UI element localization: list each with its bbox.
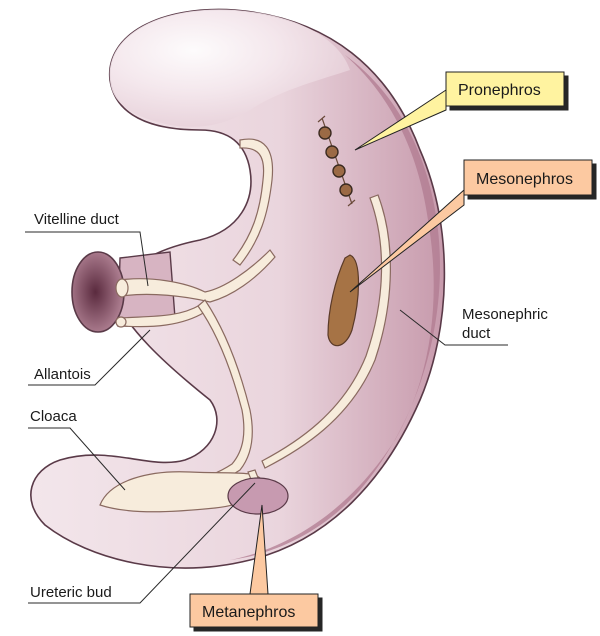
pronephric-tubule [325, 145, 339, 159]
label-vitelline-duct: Vitelline duct [34, 211, 120, 228]
pronephric-tubule [339, 183, 353, 197]
callout-mesonephros-text: Mesonephros [476, 171, 573, 188]
label-cloaca: Cloaca [30, 408, 77, 425]
embryo-head [109, 9, 351, 127]
callout-metanephros: Metanephros [189, 504, 319, 628]
label-mesonephric-duct-line1: Mesonephric [462, 306, 548, 323]
callout-metanephros-text: Metanephros [202, 604, 295, 621]
mesonephric-duct-tube [261, 194, 391, 469]
ducts [99, 138, 391, 513]
callout-pronephros-text: Pronephros [458, 82, 541, 99]
mesonephros-blob [327, 254, 360, 347]
label-allantois: Allantois [34, 366, 91, 383]
pronephric-tubule [318, 126, 332, 140]
label-mesonephric-duct-line2: duct [462, 325, 491, 342]
callout-mesonephros: Mesonephros [349, 159, 593, 293]
vitelline-duct-tube [119, 249, 276, 303]
metanephros-blob [227, 477, 289, 515]
callout-pronephros: Pronephros [354, 71, 565, 151]
pronephric-tubule [332, 164, 346, 178]
leader-lines [25, 231, 508, 604]
label-ureteric-bud: Ureteric bud [30, 584, 112, 601]
pronephros-structure [317, 115, 356, 207]
foregut-tube [232, 138, 274, 266]
